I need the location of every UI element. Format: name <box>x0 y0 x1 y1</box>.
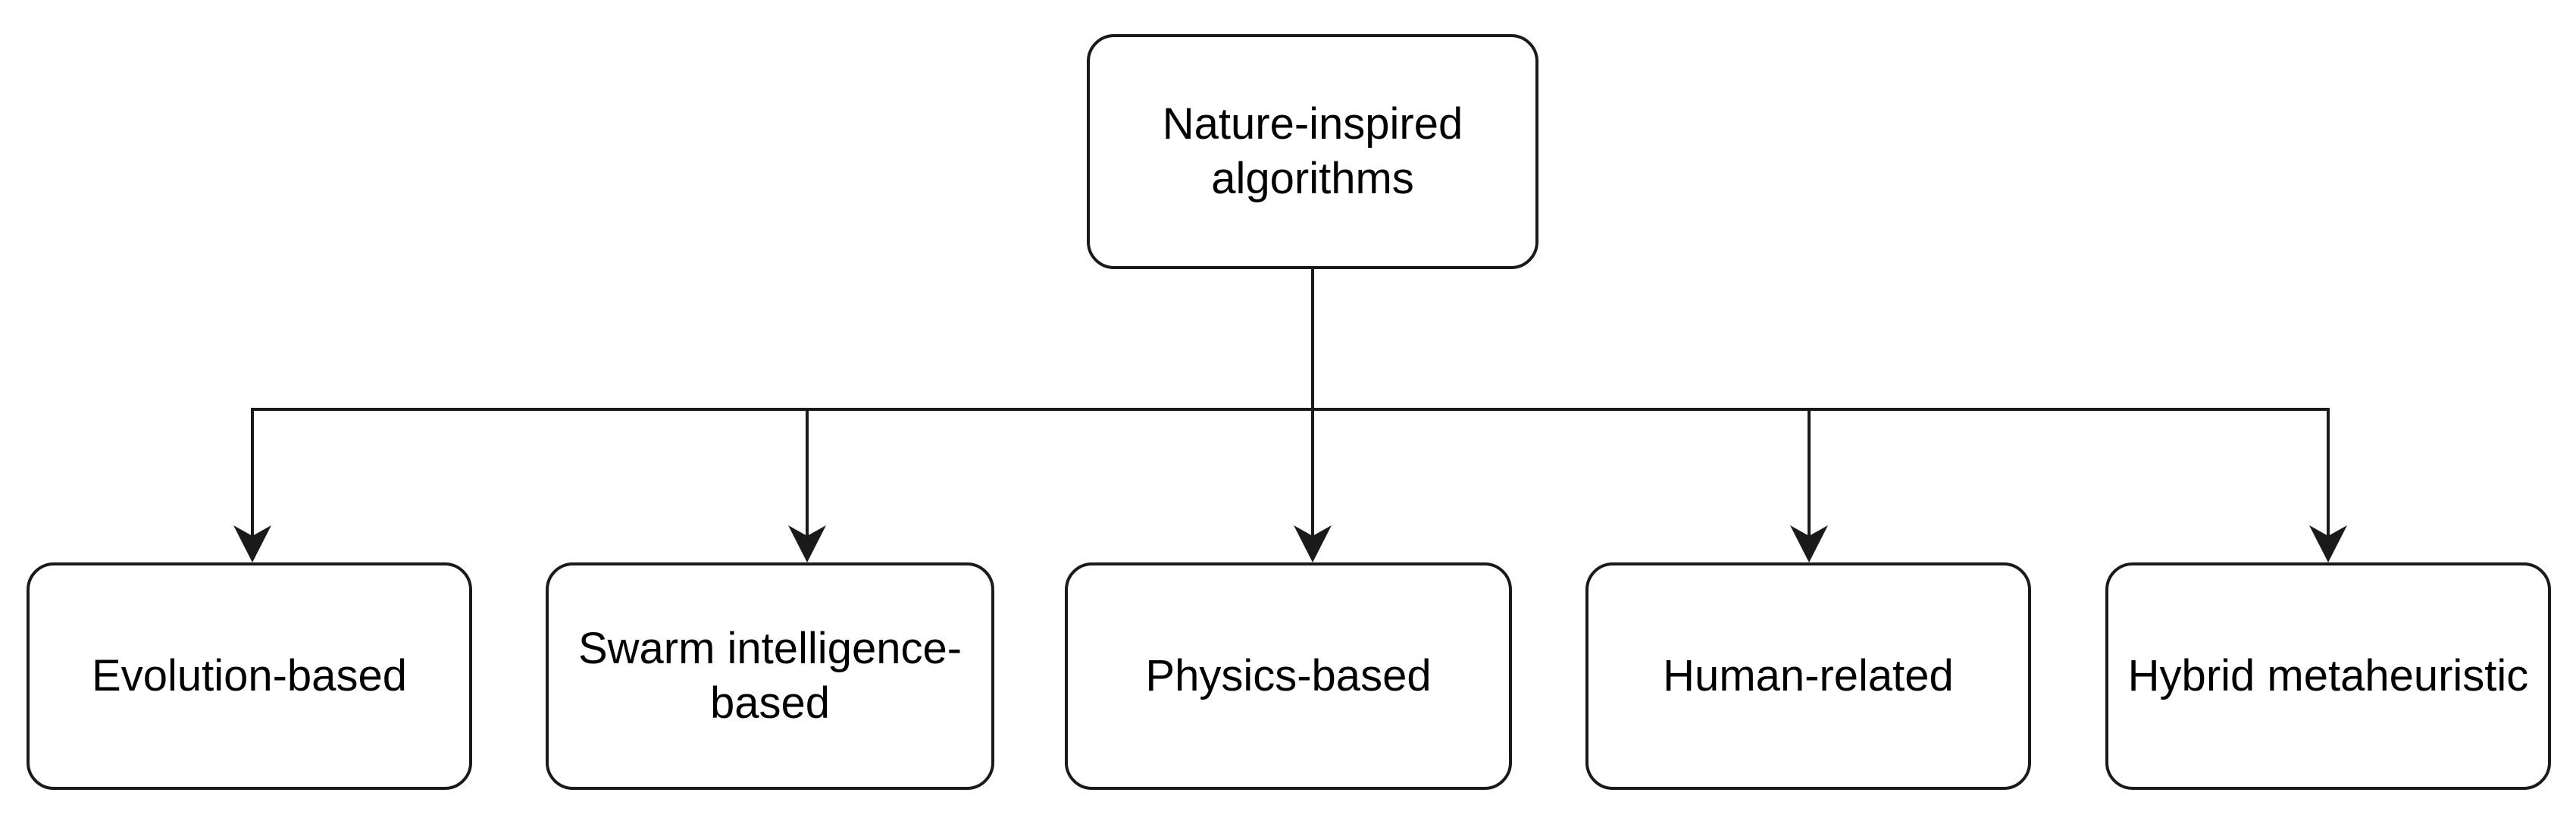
arrow-down-icon <box>233 525 271 562</box>
node-label: Evolution-based <box>92 650 407 700</box>
node-human-related: Human-related <box>1585 562 2031 790</box>
node-swarm-intelligence-based: Swarm intelligence-based <box>546 562 994 790</box>
node-label: Hybrid metaheuristic <box>2127 650 2529 700</box>
node-evolution-based: Evolution-based <box>27 562 472 790</box>
node-physics-based: Physics-based <box>1065 562 1512 790</box>
node-nature-inspired-algorithms: Nature-inspired algorithms <box>1087 34 1538 269</box>
arrow-down-icon <box>2309 525 2347 562</box>
arrow-down-icon <box>788 525 826 562</box>
arrow-down-icon <box>1294 525 1332 562</box>
tree-bus-connector-line <box>251 408 2330 540</box>
node-label: Human-related <box>1663 650 1954 700</box>
node-hybrid-metaheuristic: Hybrid metaheuristic <box>2105 562 2551 790</box>
arrow-down-icon <box>1790 525 1828 562</box>
node-label: Nature-inspired algorithms <box>1162 99 1463 204</box>
node-label: Swarm intelligence-based <box>577 623 962 728</box>
node-label: Physics-based <box>1145 650 1432 700</box>
